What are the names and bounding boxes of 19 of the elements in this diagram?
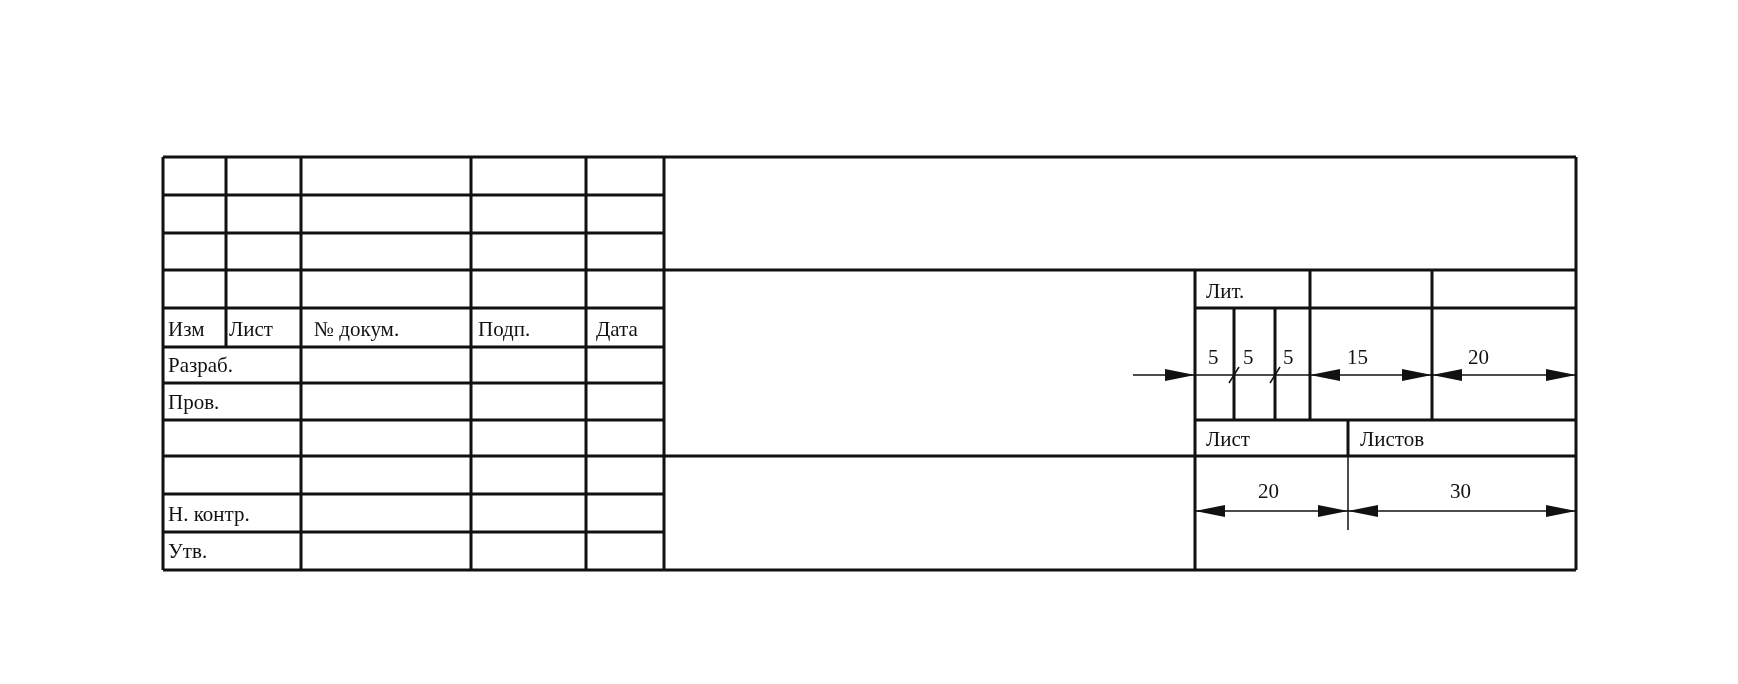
row-label: Разраб. <box>168 354 234 376</box>
column-header: Подп. <box>478 318 531 340</box>
dimension-value: 5 <box>1283 346 1294 368</box>
cell-label: Лист <box>1206 428 1250 450</box>
dimension-value: 30 <box>1450 480 1471 502</box>
cell-label: Листов <box>1360 428 1425 450</box>
column-header: № докум. <box>314 318 400 340</box>
dimension-value: 5 <box>1243 346 1254 368</box>
row-label: Утв. <box>168 540 208 562</box>
column-header: Лист <box>229 318 273 340</box>
cell-label: Лит. <box>1206 280 1245 302</box>
column-header: Изм <box>168 318 205 340</box>
dimension-value: 15 <box>1347 346 1368 368</box>
column-header: Дата <box>596 318 638 340</box>
dimension-value: 5 <box>1208 346 1219 368</box>
dimension-value: 20 <box>1468 346 1489 368</box>
dimension-value: 20 <box>1258 480 1279 502</box>
row-label: Пров. <box>168 391 220 413</box>
row-label: Н. контр. <box>168 503 250 525</box>
